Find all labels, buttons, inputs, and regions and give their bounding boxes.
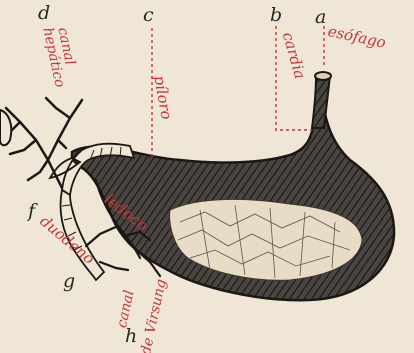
label-d: d	[38, 2, 50, 24]
label-b: b	[270, 4, 282, 26]
label-g: g	[63, 270, 75, 292]
label-f: f	[28, 200, 35, 222]
esophagus-opening	[315, 72, 331, 80]
gallbladder	[0, 110, 11, 145]
label-a: a	[315, 6, 326, 28]
label-c: c	[143, 4, 154, 26]
